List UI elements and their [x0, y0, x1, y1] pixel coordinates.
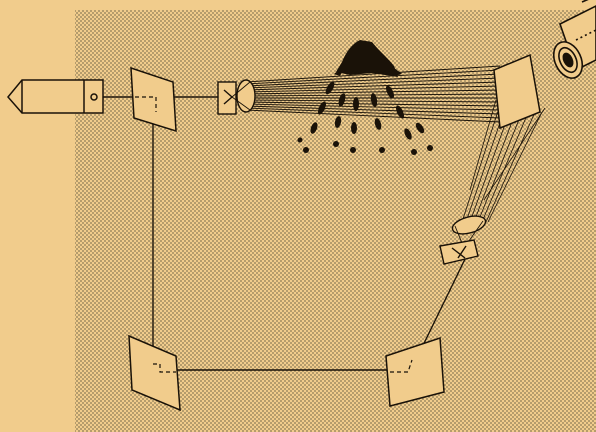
hand-rays	[297, 81, 433, 155]
lens-top	[217, 79, 256, 115]
lens-right	[439, 215, 487, 265]
mirror-top-left	[130, 66, 177, 133]
mirror-top-right	[493, 53, 541, 130]
mirror-bottom-right	[385, 336, 445, 407]
laser-aperture	[90, 93, 98, 101]
mirror-bottom-left	[128, 334, 181, 412]
laser-source	[7, 79, 104, 114]
camera-icon	[552, 0, 596, 79]
object-hand	[334, 40, 402, 77]
